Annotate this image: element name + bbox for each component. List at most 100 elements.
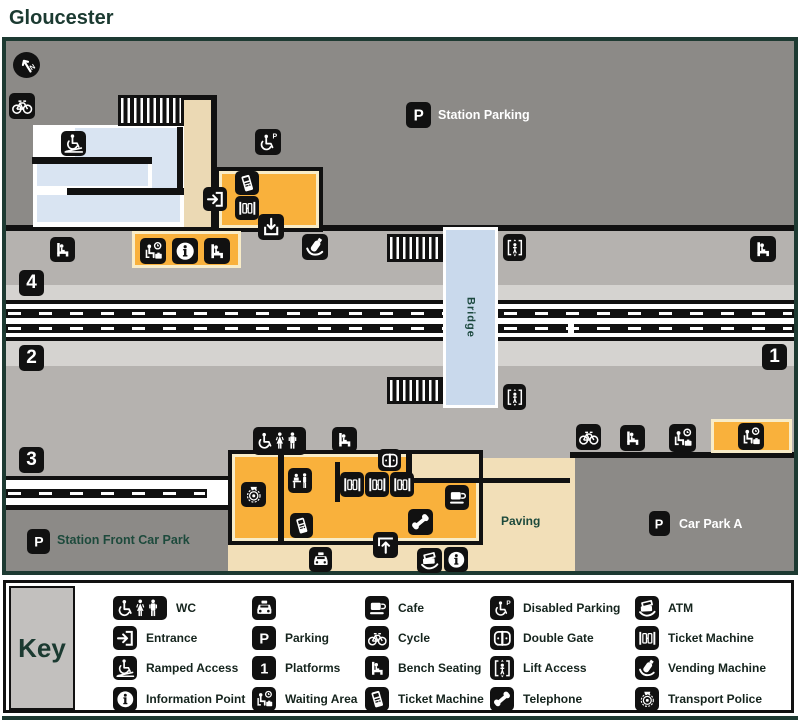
key-title: Key xyxy=(9,586,75,710)
car-park-a-icon: P xyxy=(649,511,670,536)
key-ticket-gates-icon xyxy=(635,626,659,650)
waiting-area-island-box-icon xyxy=(738,423,764,450)
platform-1-badge: 1 xyxy=(762,344,787,370)
key-ramped-access-icon xyxy=(113,656,137,680)
bay-bottom-line xyxy=(6,505,229,510)
building-notch-wall-h xyxy=(406,478,570,483)
cycle-storage-icon xyxy=(9,93,35,119)
wall-upper xyxy=(6,225,794,231)
svg-text:N: N xyxy=(29,63,37,72)
platform-2-badge: 2 xyxy=(19,345,44,371)
building-wall-right xyxy=(177,127,183,195)
building-wall-a xyxy=(32,157,152,164)
paving-label: Paving xyxy=(501,514,541,528)
key-label-entrance: Entrance xyxy=(146,631,198,645)
bottom-border xyxy=(2,716,798,720)
svg-text:P: P xyxy=(259,631,269,647)
double-gate-icon xyxy=(378,449,401,471)
stairs-north-icon xyxy=(387,234,443,262)
building-wall-b xyxy=(67,188,184,195)
svg-text:P: P xyxy=(272,133,277,140)
key-entrance-icon xyxy=(113,626,137,650)
key-label-disabled-parking: Disabled Parking xyxy=(523,601,621,615)
rail-top-line xyxy=(6,300,794,304)
key-label-parking: Parking xyxy=(285,631,330,645)
building-room-mid xyxy=(37,164,148,186)
platform4-edge xyxy=(6,285,794,300)
key-atm-icon xyxy=(635,596,659,620)
car-park-a-wall xyxy=(570,452,794,458)
key-label-ticket-machine: Ticket Machine xyxy=(398,692,484,706)
track-1 xyxy=(6,309,794,318)
key-double-gate-icon xyxy=(490,626,514,650)
station-parking-label: Station Parking xyxy=(438,108,530,122)
building-internal-wall-2 xyxy=(335,462,340,502)
platform2-edge xyxy=(6,341,794,366)
building-room-right xyxy=(152,128,180,188)
track-2-gap xyxy=(568,323,574,334)
track-3 xyxy=(6,489,207,498)
platform-3-badge: 3 xyxy=(19,447,44,473)
station-parking-icon: P xyxy=(406,102,431,128)
information-platform4-icon xyxy=(172,238,198,264)
key-police-icon xyxy=(635,687,659,711)
key-bench-icon xyxy=(365,656,389,680)
wc-icon xyxy=(253,427,306,455)
entrance-icon xyxy=(203,187,227,211)
key-label-ticket-machine: Ticket Machine xyxy=(668,631,754,645)
ticket-machine-row-2-icon xyxy=(365,472,389,497)
key-label-cycle: Cycle xyxy=(398,631,431,645)
key-lift-icon xyxy=(490,656,514,680)
key-information-icon xyxy=(113,687,137,711)
building-notch-wall-v xyxy=(406,450,412,482)
telephone-icon xyxy=(408,509,433,535)
corridor-top-wall xyxy=(184,95,217,100)
svg-text:P: P xyxy=(413,107,423,124)
key-label-ramped-access: Ramped Access xyxy=(146,661,239,675)
ticket-machine-upper-2-icon xyxy=(235,196,259,220)
ticket-machine-upper-icon xyxy=(235,171,259,195)
key-label-lift-access: Lift Access xyxy=(523,661,587,675)
lift-north-icon xyxy=(503,234,526,261)
entrance-arrow-down-icon xyxy=(258,214,284,240)
waiting-area-island-icon xyxy=(669,424,696,452)
bench-platform4-west-icon xyxy=(50,237,75,262)
key-parking-icon: P xyxy=(252,626,276,650)
key-label-cafe: Cafe xyxy=(398,601,425,615)
ticket-machine-hall-icon xyxy=(290,513,313,538)
paving-area xyxy=(482,458,575,571)
rail-bottom-line xyxy=(6,337,794,341)
lift-south-icon xyxy=(503,384,526,410)
key-telephone-icon xyxy=(490,687,514,711)
key-label-double-gate: Double Gate xyxy=(523,631,594,645)
key-label-telephone: Telephone xyxy=(523,692,583,706)
key-cycle-icon xyxy=(365,626,389,650)
station-front-car-park-icon: P xyxy=(27,529,50,554)
bay-top-line xyxy=(6,476,229,480)
key-waiting-area-icon xyxy=(252,687,276,711)
stairs-south-icon xyxy=(387,377,443,404)
north-arrow-icon: N xyxy=(13,52,40,78)
platform-4-badge: 4 xyxy=(19,270,44,296)
vending-machine-icon xyxy=(302,234,328,260)
page-title: Gloucester xyxy=(9,7,114,29)
atm-icon xyxy=(417,548,442,573)
station-front-car-park-label: Station Front Car Park xyxy=(57,533,190,547)
building-internal-wall-1 xyxy=(278,454,284,545)
bench-island-west-icon xyxy=(332,427,357,452)
transport-police-icon xyxy=(241,482,266,507)
information-forecourt-icon xyxy=(444,547,468,572)
svg-text:P: P xyxy=(506,600,511,607)
car-park-a-area xyxy=(575,458,794,571)
track-2 xyxy=(6,324,794,333)
key-ticket-tilted-icon xyxy=(365,687,389,711)
key-disabled-parking-icon: P xyxy=(490,596,514,620)
svg-text:1: 1 xyxy=(260,661,268,677)
key-cafe-icon xyxy=(365,596,389,620)
taxi-icon xyxy=(309,547,332,572)
key-label-transport-police: Transport Police xyxy=(668,692,763,706)
key-label-waiting-area: Waiting Area xyxy=(285,692,358,706)
bench-island-east-icon xyxy=(620,425,645,451)
bench-platform4-east-icon xyxy=(750,236,776,262)
key-platform-icon: 1 xyxy=(252,656,276,680)
